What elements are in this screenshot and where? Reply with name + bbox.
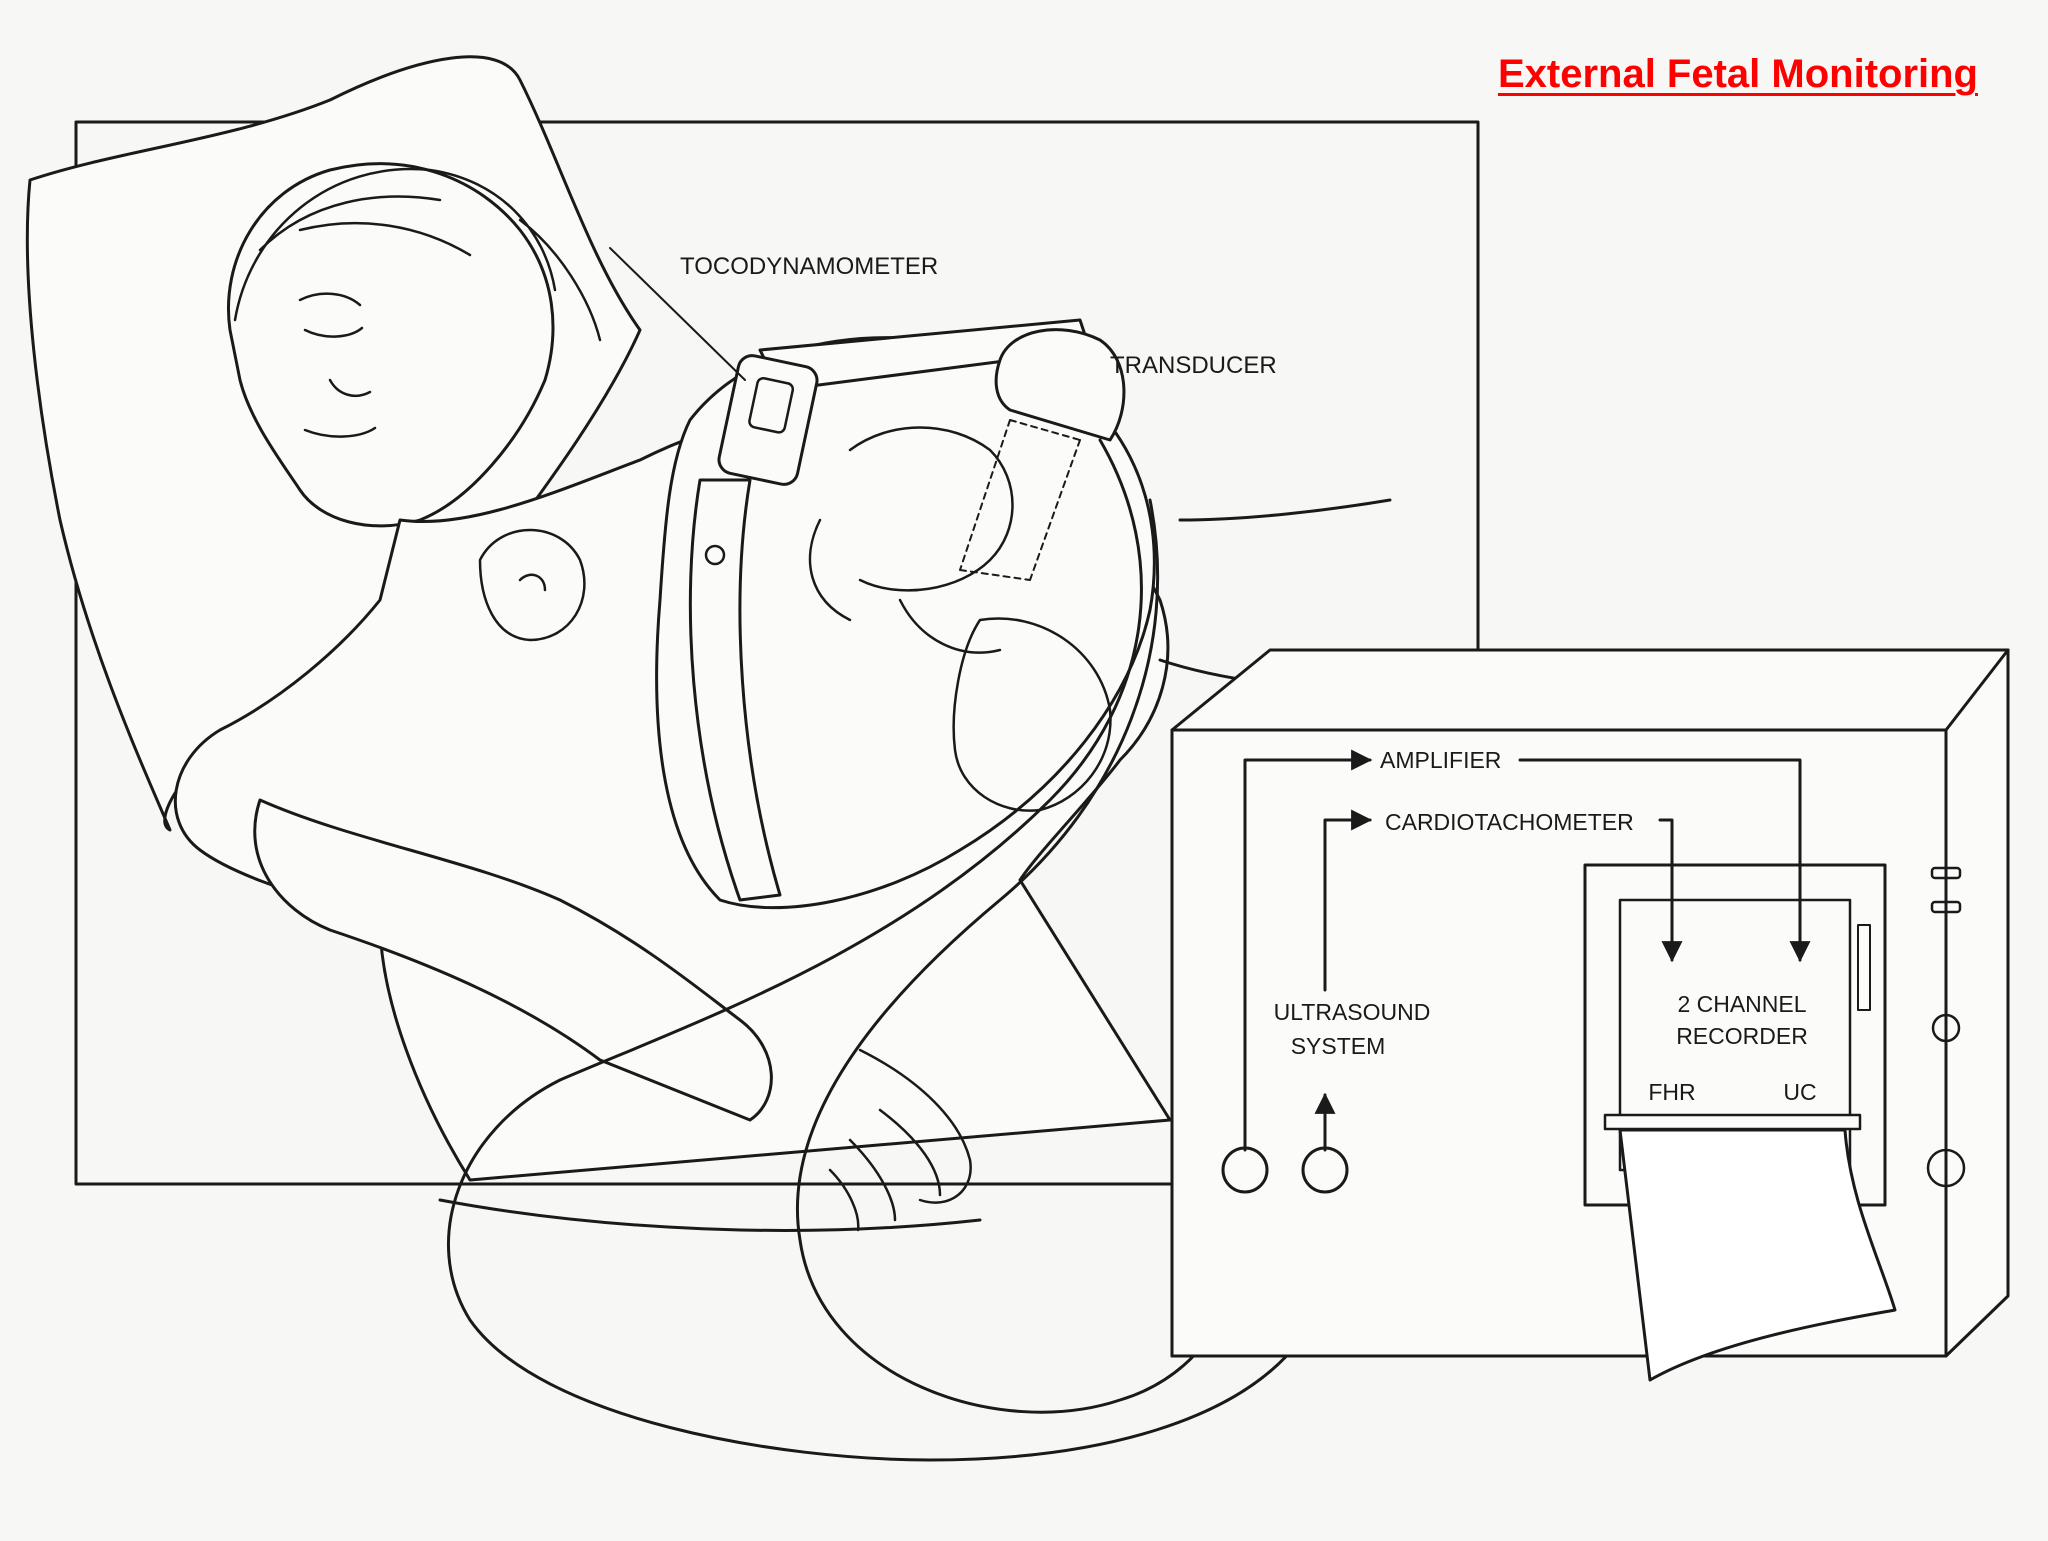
label-tocodynamometer: TOCODYNAMOMETER xyxy=(680,253,938,280)
label-transducer: TRANSDUCER xyxy=(1110,352,1277,379)
control-knob-large xyxy=(1926,1148,1966,1188)
paper-strip xyxy=(1618,1128,1897,1382)
label-recorder-line2: RECORDER xyxy=(1676,1023,1808,1049)
belt-strap xyxy=(688,478,782,902)
woman-breast xyxy=(478,528,586,642)
woman-face xyxy=(298,292,377,438)
label-ultrasound-line2: SYSTEM xyxy=(1291,1033,1386,1059)
woman-head xyxy=(227,162,555,528)
amplifier-to-uc xyxy=(1518,758,1811,963)
control-knob-small xyxy=(1931,1013,1961,1043)
woman-hair xyxy=(233,167,602,342)
tocodynamometer-window xyxy=(748,376,795,434)
toco-leader-line xyxy=(609,247,746,381)
page-title: External Fetal Monitoring xyxy=(1497,52,1978,96)
label-amplifier: AMPLIFIER xyxy=(1380,747,1501,773)
woman-arm xyxy=(253,798,773,1122)
transducer-beam xyxy=(959,419,1081,581)
monitor-edge xyxy=(1944,648,2010,732)
control-slot-1 xyxy=(1930,866,1962,880)
label-fhr: FHR xyxy=(1648,1079,1695,1105)
label-cardiotachometer: CARDIOTACHOMETER xyxy=(1385,809,1634,835)
control-slot-2 xyxy=(1930,900,1962,914)
paper-slot xyxy=(1603,1113,1862,1131)
cardiotachometer-flow-line xyxy=(1323,809,1373,992)
woman-hand xyxy=(828,1048,972,1232)
fetus xyxy=(808,426,1112,812)
belt-buckle xyxy=(704,544,726,566)
label-ultrasound-line1: ULTRASOUND xyxy=(1274,999,1431,1025)
recorder-indicator xyxy=(1857,924,1871,1011)
ultrasound-transducer xyxy=(994,328,1126,442)
toco-cable xyxy=(795,498,1253,1414)
ultrasound-cable xyxy=(447,438,1328,1462)
cardio-to-fhr xyxy=(1658,818,1683,963)
label-recorder-line1: 2 CHANNEL xyxy=(1677,991,1806,1017)
amplifier-flow-line xyxy=(1243,749,1373,1152)
label-uc: UC xyxy=(1783,1079,1816,1105)
